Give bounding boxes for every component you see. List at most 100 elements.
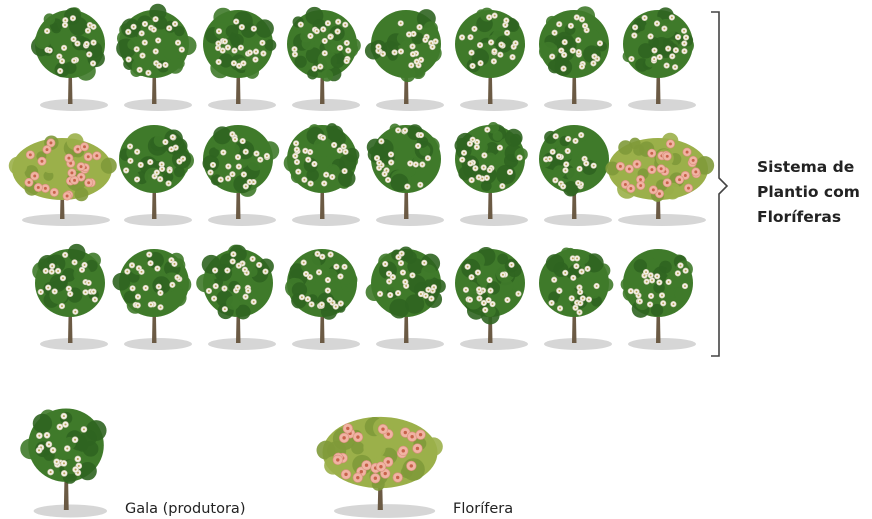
flower-center <box>47 287 49 289</box>
foliage-clump <box>167 58 183 74</box>
flower-center <box>50 471 52 473</box>
flower-center <box>346 42 348 44</box>
flower-center <box>85 291 87 293</box>
flower-center <box>234 50 236 52</box>
flower-center <box>129 160 131 162</box>
flower-center <box>66 447 68 449</box>
flower-center <box>490 41 492 43</box>
flower-center <box>672 303 674 305</box>
flower-center <box>241 262 243 264</box>
foliage-clump <box>363 436 385 458</box>
flower-center <box>484 309 486 311</box>
flower-center <box>29 153 32 156</box>
flower-center <box>129 145 131 147</box>
grid-tree <box>9 133 117 226</box>
gala-tree-icon <box>623 7 696 111</box>
flower-center <box>577 182 579 184</box>
flower-center <box>551 56 553 58</box>
flower-center <box>45 270 47 272</box>
foliage-clump <box>163 45 178 60</box>
flower-center <box>404 431 407 434</box>
flower-center <box>48 443 50 445</box>
flower-center <box>360 470 363 473</box>
flower-center <box>125 169 127 171</box>
flower-center <box>253 301 255 303</box>
flower-center <box>296 149 298 151</box>
flower-center <box>631 58 633 60</box>
flower-center <box>356 476 359 479</box>
flower-center <box>59 70 61 72</box>
flower-center <box>419 433 422 436</box>
flower-center <box>141 271 143 273</box>
flower-center <box>171 284 173 286</box>
flower-center <box>671 16 673 18</box>
tree-shadow <box>376 99 444 111</box>
flower-center <box>218 30 220 32</box>
flower-center <box>337 31 339 33</box>
foliage-clump <box>44 13 55 24</box>
flower-center <box>54 290 56 292</box>
flower-center <box>581 66 583 68</box>
flower-center <box>147 72 149 74</box>
flower-center <box>654 49 656 51</box>
foliage-clump <box>174 26 184 36</box>
legend: Gala (produtora) Florífera <box>20 408 513 517</box>
flower-center <box>227 178 229 180</box>
flower-center <box>329 36 331 38</box>
grid-tree <box>367 124 444 226</box>
flower-center <box>303 179 305 181</box>
flower-center <box>685 270 687 272</box>
grid-tree <box>539 248 613 350</box>
flower-center <box>636 163 639 166</box>
flower-center <box>512 56 514 58</box>
flower-center <box>165 64 167 66</box>
flower-center <box>579 291 581 293</box>
flower-center <box>390 162 392 164</box>
flower-center <box>259 159 261 161</box>
flower-center <box>488 16 490 18</box>
flower-center <box>57 270 59 272</box>
flower-center <box>321 256 323 258</box>
flower-center <box>412 45 414 47</box>
flower-center <box>416 447 419 450</box>
flower-center <box>296 161 298 163</box>
flower-center <box>424 39 426 41</box>
foliage-clump <box>477 274 488 285</box>
flower-center <box>345 151 347 153</box>
flower-center <box>49 49 51 51</box>
flower-center <box>62 277 64 279</box>
flower-center <box>410 464 413 467</box>
grid-tree <box>455 8 528 111</box>
flower-center <box>94 299 96 301</box>
flower-center <box>255 59 257 61</box>
flower-center <box>581 271 583 273</box>
flower-center <box>572 257 574 259</box>
flower-center <box>552 151 554 153</box>
tree-grid <box>9 4 714 350</box>
flower-center <box>483 154 485 156</box>
flower-center <box>244 269 246 271</box>
flower-center <box>492 303 494 305</box>
flower-center <box>411 274 413 276</box>
flower-center <box>74 311 76 313</box>
flower-center <box>629 187 632 190</box>
foliage-clump <box>257 287 270 300</box>
flower-center <box>64 254 66 256</box>
flower-center <box>628 167 631 170</box>
flower-center <box>226 269 228 271</box>
flower-center <box>155 50 157 52</box>
flower-center <box>402 272 404 274</box>
flower-center <box>658 281 660 283</box>
flower-center <box>562 185 564 187</box>
flower-center <box>301 296 303 298</box>
flower-center <box>480 62 482 64</box>
flower-center <box>295 142 297 144</box>
flower-center <box>511 264 513 266</box>
flower-center <box>649 303 651 305</box>
flower-center <box>323 182 325 184</box>
flower-center <box>93 42 95 44</box>
flower-center <box>476 141 478 143</box>
florifera-tree-icon <box>9 133 117 226</box>
flower-center <box>41 160 44 163</box>
flower-center <box>388 273 390 275</box>
